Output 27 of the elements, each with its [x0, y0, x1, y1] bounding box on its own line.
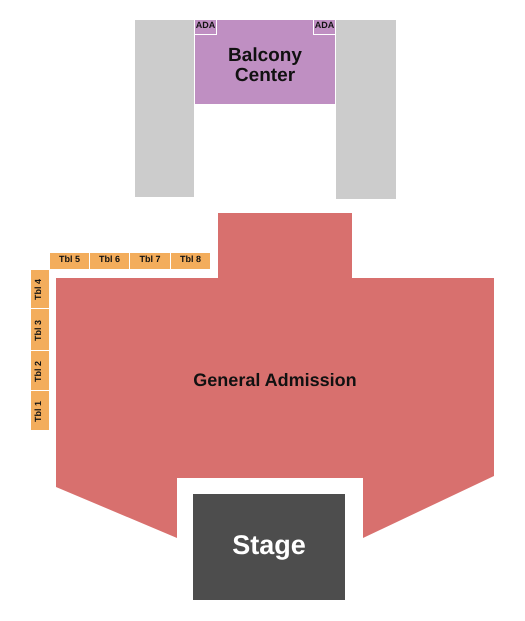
side-balcony-section — [135, 20, 194, 197]
side-balcony-section — [336, 20, 396, 199]
balcony-section — [195, 20, 335, 104]
section-label: Balcony Center — [227, 46, 303, 86]
section-label: ADA — [314, 21, 335, 30]
section-label: Tbl 4 — [34, 278, 44, 302]
table-section — [31, 309, 49, 350]
section-label: Tbl 7 — [138, 255, 162, 264]
section-label: Tbl 1 — [34, 399, 44, 424]
ada-section — [313, 20, 335, 35]
section-label: ADA — [195, 21, 216, 30]
stage — [193, 494, 345, 600]
ada-section — [195, 20, 217, 35]
section-label: General Admission — [192, 371, 358, 390]
table-section — [50, 253, 89, 269]
table-section — [31, 270, 49, 308]
section-label: Tbl 5 — [58, 255, 81, 264]
table-section — [31, 351, 49, 390]
table-section — [171, 253, 210, 269]
section-label: Tbl 2 — [34, 359, 44, 384]
table-section — [130, 253, 170, 269]
section-label: Tbl 3 — [34, 318, 44, 342]
table-section — [31, 391, 49, 430]
table-section — [90, 253, 129, 269]
section-label: Tbl 8 — [178, 255, 202, 264]
section-label: Stage — [231, 531, 307, 560]
section-label: Tbl 6 — [98, 255, 121, 264]
